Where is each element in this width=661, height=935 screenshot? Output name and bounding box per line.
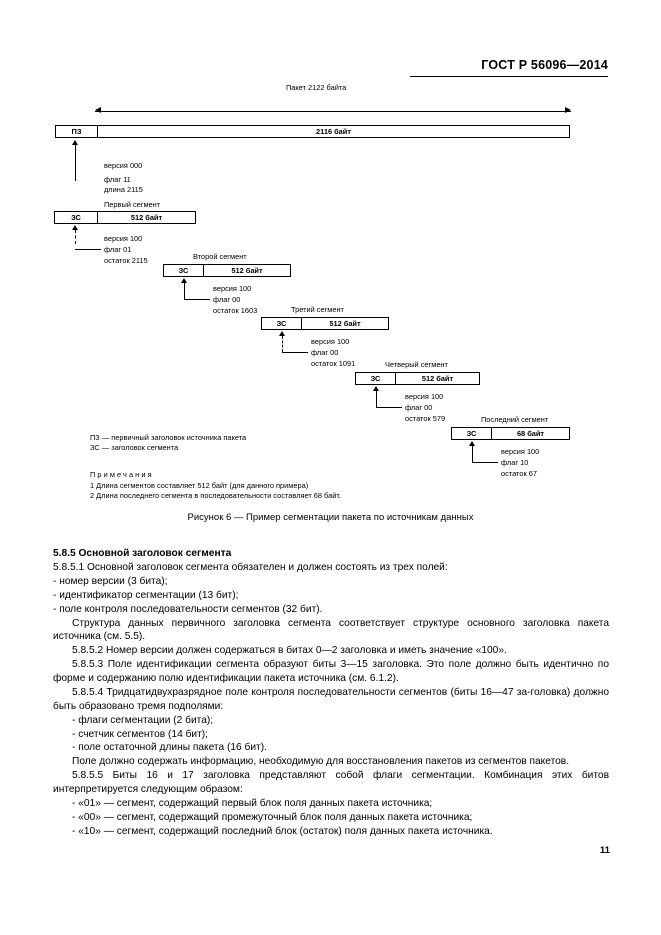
segment-3-annotation-remainder: остаток 1091 (311, 359, 356, 368)
segment-3-annotation-flag: флаг 00 (311, 348, 339, 357)
segment-1-header-cell: ЗС (55, 212, 98, 223)
segment-2-connector-leader (184, 299, 210, 300)
segment-4-size-cell: 512 байт (421, 374, 454, 383)
section-heading: 5.8.5 Основной заголовок сегмента (53, 548, 232, 559)
note-1: 1 Длина сегментов составляет 512 байт (д… (90, 481, 309, 490)
figure-caption: Рисунок 6 — Пример сегментации пакета по… (187, 512, 474, 523)
segment-2-connector-arrow-icon (181, 278, 187, 283)
packet-annotation-connector (75, 145, 76, 181)
segment-4-connector-arrow-icon (373, 386, 379, 391)
header-rule (410, 76, 608, 77)
segment-3-size-cell: 512 байт (329, 319, 361, 328)
list3-item-0: - «01» — сегмент, содержащий первый блок… (72, 797, 433, 809)
paragraph-5-8-5-5: 5.8.5.5 Биты 16 и 17 заголовка представл… (53, 770, 609, 795)
segment-2-size-cell: 512 байт (231, 266, 263, 275)
paragraph-structure-note: Структура данных первичного заголовка се… (53, 617, 609, 643)
paragraph-5-8-5-2: 5.8.5.2 Номер версии должен содержаться … (72, 645, 507, 657)
packet-annotation-flag: флаг 11 (104, 175, 131, 184)
legend-segment-header: ЗС — заголовок сегмента (90, 443, 179, 452)
segment-4-connector-leader (376, 407, 402, 408)
list1-item-0: - номер версии (3 бита); (53, 575, 168, 587)
segment-3-header-cell: ЗС (262, 318, 302, 329)
segment-2-annotation-version: версия 100 (213, 284, 252, 293)
segment-1-title: Первый сегмент (104, 200, 161, 209)
list3-item-2: - «10» — сегмент, содержащий последний б… (72, 825, 493, 837)
segment-5-connector-arrow-icon (469, 441, 475, 446)
segment-2-annotation-flag: флаг 00 (213, 295, 241, 304)
list1-item-1: - идентификатор сегментации (13 бит); (53, 589, 239, 601)
segment-4-bar: ЗС 512 байт (355, 372, 480, 385)
segment-5-annotation-flag: флаг 10 (501, 458, 529, 467)
segment-1-annotation-flag: флаг 01 (104, 245, 132, 254)
packet-bar: ПЗ 2116 байт (55, 125, 570, 138)
segment-5-annotation-remainder: остаток 67 (501, 469, 537, 478)
legend-packet-header: ПЗ — первичный заголовок источника пакет… (90, 433, 247, 442)
segment-4-annotation-remainder: остаток 579 (405, 414, 446, 423)
segment-1-connector-leader (75, 249, 101, 250)
segment-5-title: Последний сегмент (481, 415, 549, 424)
segment-5-connector (472, 446, 473, 462)
packet-annotation-length: длина 2115 (104, 185, 143, 194)
paragraph-5-8-5-4: 5.8.5.4 Тридцатидвухразрядное поле контр… (53, 686, 609, 712)
segment-5-size-cell: 68 байт (516, 429, 545, 438)
segment-2-connector (184, 283, 185, 299)
segment-1-annotation-remainder: остаток 2115 (104, 256, 148, 265)
segment-2-bar: ЗС 512 байт (163, 264, 291, 277)
segment-4-annotation-version: версия 100 (405, 392, 444, 401)
segment-5-connector-leader (472, 462, 498, 463)
paragraph-field-info: Поле должно содержать информацию, необхо… (72, 756, 570, 768)
note-2: 2 Длина последнего сегмента в последоват… (90, 491, 341, 500)
segment-4-title: Четверый сегмент (385, 360, 448, 369)
segment-3-connector-arrow-icon (279, 331, 285, 336)
segment-3-connector-leader (282, 352, 308, 353)
list2-item-0: - флаги сегментации (2 бита); (72, 714, 214, 726)
segment-2-header-cell: ЗС (164, 265, 204, 276)
packet-body-cell: 2116 байт (316, 127, 351, 136)
segment-2-title: Второй сегмент (193, 252, 247, 261)
standard-number-header: ГОСТ Р 56096—2014 (481, 58, 608, 72)
packet-annotation-version: версия 000 (104, 161, 143, 170)
segment-3-title: Третий сегмент (291, 305, 344, 314)
packet-primary-header-cell: ПЗ (56, 126, 98, 137)
segment-2-annotation-remainder: остаток 1603 (213, 306, 258, 315)
notes-title: Примечания (90, 470, 154, 479)
packet-dimension-line (95, 111, 571, 112)
segment-1-size-cell: 512 байт (130, 213, 163, 222)
segment-1-bar: ЗС 512 байт (54, 211, 196, 224)
list1-item-2: - поле контроля последовательности сегме… (53, 603, 323, 615)
dimension-arrow-left-icon (95, 107, 101, 113)
segment-3-connector (282, 336, 283, 352)
segment-5-header-cell: ЗС (452, 428, 492, 439)
list2-item-1: - счетчик сегментов (14 бит); (72, 728, 208, 740)
packet-dimension-label: Пакет 2122 байта (286, 83, 347, 92)
segment-5-annotation-version: версия 100 (501, 447, 540, 456)
segment-4-header-cell: ЗС (356, 373, 396, 384)
segment-1-annotation-version: версия 100 (104, 234, 143, 243)
dimension-arrow-right-icon (565, 107, 571, 113)
list3-item-1: - «00» — сегмент, содержащий промежуточн… (72, 811, 473, 823)
segment-4-annotation-flag: флаг 00 (405, 403, 433, 412)
paragraph-5-8-5-3: 5.8.5.3 Поле идентификации сегмента обра… (53, 659, 609, 684)
segment-3-annotation-version: версия 100 (311, 337, 350, 346)
segment-1-connector-arrow-icon (72, 225, 78, 230)
paragraph-5-8-5-1: 5.8.5.1 Основной заголовок сегмента обяз… (53, 562, 448, 573)
segment-1-connector (75, 230, 76, 244)
packet-annotation-arrow-icon (72, 140, 78, 145)
figure-6-packet-segmentation: Пакет 2122 байта ПЗ 2116 байт версия 000… (0, 80, 661, 500)
list2-item-2: - поле остаточной длины пакета (16 бит). (72, 742, 267, 754)
segment-3-bar: ЗС 512 байт (261, 317, 389, 330)
segment-5-bar: ЗС 68 байт (451, 427, 570, 440)
body-text: 5.8.5 Основной заголовок сегмента 5.8.5.… (53, 540, 609, 839)
segment-4-connector (376, 391, 377, 407)
page-number: 11 (599, 845, 610, 856)
